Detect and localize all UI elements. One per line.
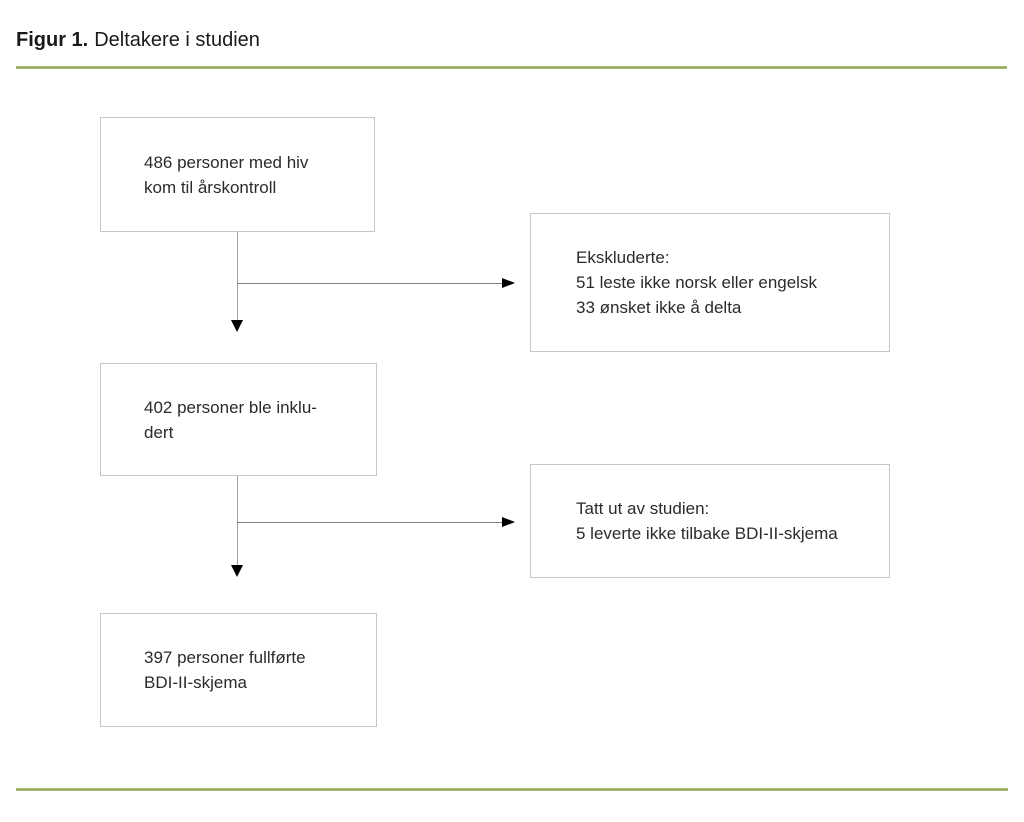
flow-box-text-line: 33 ønsket ikke å delta — [576, 298, 742, 317]
flow-box-withdrawn: Tatt ut av studien: 5 leverte ikke tilba… — [530, 464, 890, 578]
figure-title: Figur 1.Deltakere i studien — [16, 26, 260, 54]
arrow-right-icon — [502, 517, 515, 527]
flow-box-text-line: Tatt ut av studien: — [576, 499, 710, 518]
connector-vertical-line-1 — [237, 232, 238, 320]
figure-title-label: Figur 1. — [16, 29, 89, 51]
flow-box-included: 402 personer ble inklu- dert — [100, 363, 377, 476]
flow-box-text-line: BDI-II-skjema — [144, 673, 247, 692]
connector-horizontal-line-2 — [237, 522, 502, 523]
flow-box-text-line: kom til årskontroll — [144, 177, 277, 197]
flow-box-text-line: 486 personer med hiv — [144, 152, 309, 172]
arrow-down-icon — [231, 565, 243, 577]
arrow-right-icon — [502, 278, 515, 288]
flow-box-excluded: Ekskluderte: 51 leste ikke norsk eller e… — [530, 213, 890, 352]
flow-box-text-line: 397 personer fullførte — [144, 648, 306, 667]
flow-box-enrolled: 486 personer med hiv kom til årskontroll — [100, 117, 375, 232]
flow-box-text-line: dert — [144, 422, 174, 442]
accent-rule-bottom — [16, 788, 1008, 791]
flow-box-text-line: Ekskluderte: — [576, 248, 670, 267]
connector-horizontal-line-1 — [237, 283, 502, 284]
arrow-down-icon — [231, 320, 243, 332]
flow-box-text-line: 402 personer ble inklu- — [144, 397, 317, 417]
figure-title-text: Deltakere i studien — [94, 29, 260, 51]
accent-rule-top — [16, 66, 1007, 69]
flow-box-text-line: 51 leste ikke norsk eller engelsk — [576, 273, 817, 292]
flow-box-text-line: 5 leverte ikke tilbake BDI-II-skjema — [576, 524, 838, 543]
flow-box-completed: 397 personer fullførte BDI-II-skjema — [100, 613, 377, 727]
connector-vertical-line-2 — [237, 476, 238, 565]
